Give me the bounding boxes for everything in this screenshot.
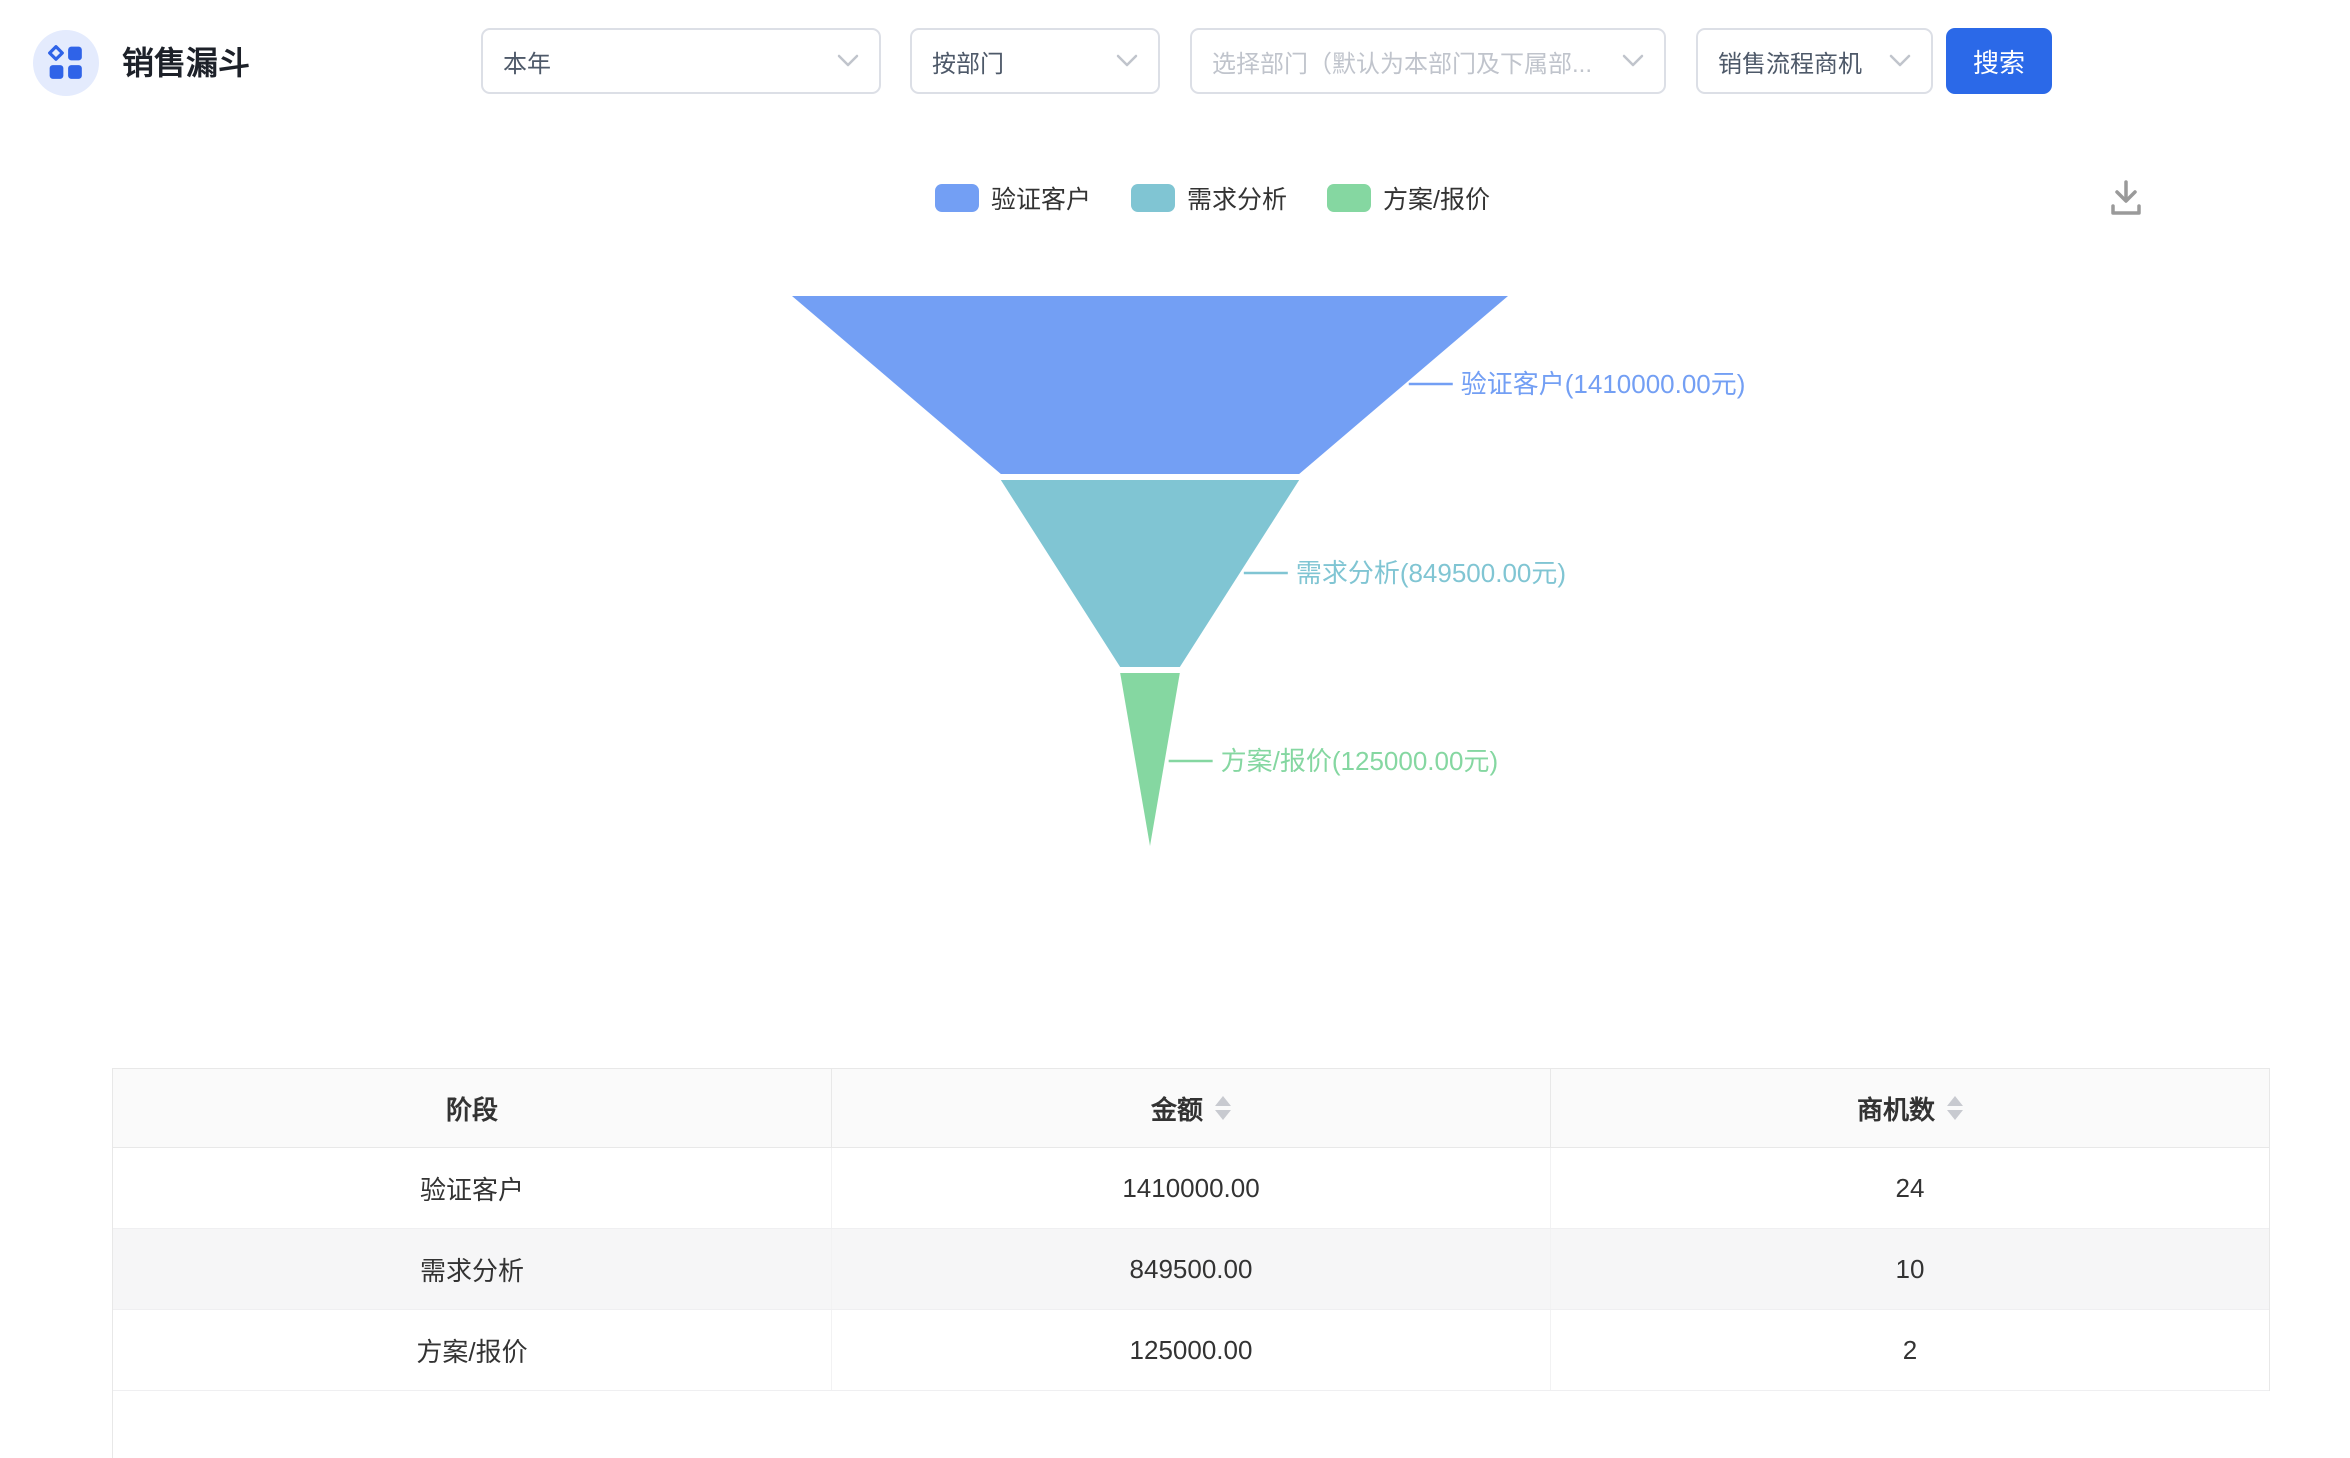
- legend-swatch-icon: [935, 184, 979, 212]
- department-select[interactable]: 选择部门（默认为本部门及下属部...: [1190, 28, 1666, 94]
- dimension-value: 按部门: [932, 50, 1004, 78]
- chevron-down-icon: [1622, 54, 1644, 68]
- department-placeholder: 选择部门（默认为本部门及下属部...: [1212, 50, 1593, 78]
- column-label: 商机数: [1856, 1094, 1935, 1125]
- legend-label: 验证客户: [991, 186, 1092, 214]
- funnel-segment[interactable]: [1000, 480, 1300, 667]
- time-range-select[interactable]: 本年: [481, 28, 881, 94]
- table-cell: 方案/报价: [113, 1310, 832, 1390]
- legend-item[interactable]: 方案/报价: [1327, 180, 1490, 216]
- column-header-amount[interactable]: 金额: [832, 1069, 1551, 1147]
- funnel-segment[interactable]: [1120, 673, 1180, 846]
- sort-carets-icon[interactable]: [1947, 1096, 1963, 1120]
- table-cell: 10: [1895, 1253, 1925, 1284]
- legend-item[interactable]: 验证客户: [935, 180, 1091, 216]
- chevron-down-icon: [1889, 54, 1911, 68]
- funnel-segment[interactable]: [792, 296, 1508, 474]
- funnel-label: 验证客户(1410000.00元): [1461, 369, 1746, 399]
- funnel-label: 需求分析(849500.00元): [1296, 558, 1566, 588]
- chevron-down-icon: [1116, 54, 1138, 68]
- page-title: 销售漏斗: [122, 45, 251, 81]
- sort-carets-icon[interactable]: [1215, 1096, 1231, 1120]
- legend-swatch-icon: [1131, 184, 1176, 212]
- table-cell: 验证客户: [113, 1148, 832, 1228]
- legend-label: 需求分析: [1187, 186, 1288, 214]
- opportunity-type-select[interactable]: 销售流程商机: [1696, 28, 1933, 94]
- column-header-count[interactable]: 商机数: [1551, 1069, 2269, 1147]
- table-header-row: 阶段 金额 商机数: [112, 1068, 2270, 1148]
- table-cell: 125000.00: [832, 1310, 1551, 1390]
- column-label: 阶段: [445, 1094, 498, 1125]
- legend-label: 方案/报价: [1383, 186, 1490, 214]
- table-filler: [112, 1391, 2270, 1458]
- column-label: 金额: [1150, 1094, 1203, 1125]
- legend-item[interactable]: 需求分析: [1131, 180, 1287, 216]
- download-icon[interactable]: [2100, 172, 2152, 224]
- opportunity-type-value: 销售流程商机: [1718, 50, 1862, 78]
- dimension-select[interactable]: 按部门: [910, 28, 1160, 94]
- table-cell: 2: [1902, 1334, 1918, 1365]
- table-cell: 1410000.00: [832, 1148, 1551, 1228]
- app-logo-icon: [33, 30, 99, 96]
- chart-legend: 验证客户 需求分析 方案/报价: [935, 180, 1530, 216]
- time-range-value: 本年: [503, 50, 551, 78]
- table-cell: 24: [1895, 1172, 1925, 1203]
- funnel-chart: 验证客户(1410000.00元) 需求分析(849500.00元) 方案/报价(1…: [792, 296, 1746, 846]
- chevron-down-icon: [837, 54, 859, 68]
- table-cell: 需求分析: [113, 1229, 832, 1309]
- funnel-label: 方案/报价(125000.00元): [1221, 746, 1498, 776]
- search-button[interactable]: 搜索: [1946, 28, 2052, 94]
- table-cell: 849500.00: [832, 1229, 1551, 1309]
- column-header-stage: 阶段: [113, 1069, 832, 1147]
- legend-swatch-icon: [1327, 184, 1372, 212]
